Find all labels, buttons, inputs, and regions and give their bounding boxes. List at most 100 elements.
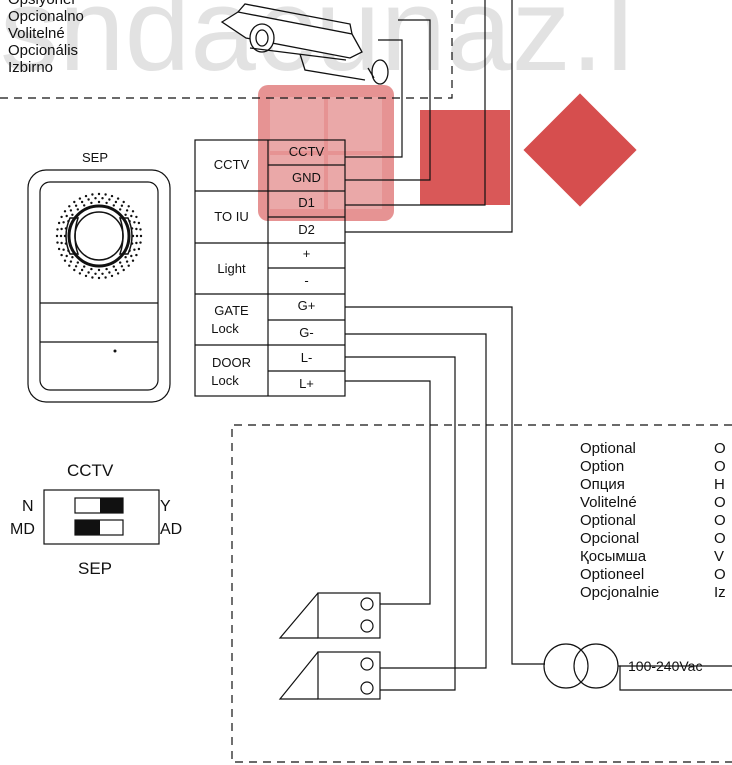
- wire-l-plus: [345, 380, 431, 605]
- grille-dot: [135, 234, 139, 238]
- grille-dot: [110, 194, 114, 198]
- grille-dot: [139, 234, 143, 238]
- grille-dot: [112, 265, 116, 268]
- optional-label-6: Opcional: [580, 530, 640, 547]
- grille-dot: [65, 254, 68, 258]
- grille-dot: [125, 209, 129, 212]
- wire-g-minus: [345, 333, 487, 669]
- grille-dot: [114, 200, 118, 204]
- optional-camera-boundary: [0, 0, 453, 99]
- grille-dot: [125, 260, 129, 263]
- optional-label-9: Opcjonalnie: [580, 584, 660, 601]
- grille-dot: [116, 272, 120, 275]
- lock-2: [278, 651, 381, 700]
- grille-dot: [68, 205, 71, 208]
- grille-dot: [127, 205, 130, 208]
- grille-dot: [71, 256, 74, 259]
- terminal-light-plus: +: [302, 246, 311, 261]
- grille-dot: [60, 215, 63, 219]
- grille-dot: [97, 276, 101, 280]
- optional-label-4: Volitelné: [580, 494, 637, 511]
- grille-dot: [135, 253, 138, 257]
- grille-dot: [120, 265, 124, 268]
- wire-g-plus: [345, 306, 545, 665]
- watermark-logo: [258, 85, 637, 221]
- terminal-d1: D1: [298, 195, 315, 210]
- grille-dot: [84, 194, 88, 198]
- grille-dot: [97, 268, 101, 272]
- grille-dot: [135, 241, 138, 245]
- grille-dot: [120, 204, 124, 207]
- grille-dot: [124, 256, 127, 259]
- grille-dot: [74, 265, 78, 268]
- grille-dot: [119, 261, 122, 264]
- grille-dot: [83, 204, 86, 207]
- grille-dot: [73, 200, 76, 204]
- dip-bottom: SEP: [78, 559, 113, 578]
- optional-label-2: Option: [580, 458, 625, 475]
- grille-dot: [55, 234, 59, 238]
- wire-d1: [345, 0, 486, 206]
- top-optional-label-2: Opcionalno: [8, 8, 84, 25]
- terminal-l-plus: L+: [299, 376, 314, 391]
- sep-label: SEP: [82, 150, 109, 165]
- terminal-gnd: GND: [292, 170, 321, 185]
- grille-dot: [68, 264, 71, 267]
- grille-dot: [105, 201, 108, 205]
- grille-dot: [83, 265, 86, 268]
- wire-d2: [345, 0, 513, 233]
- lock-1: [278, 592, 381, 639]
- optional-label-col2-4: O: [714, 494, 726, 511]
- grille-dot: [90, 201, 93, 205]
- grille-dot: [80, 200, 84, 204]
- grille-dot: [76, 208, 80, 211]
- terminal-block: [194, 139, 346, 397]
- grille-dot: [56, 228, 59, 231]
- sep-panel-outline: [27, 169, 171, 403]
- optional-label-5: Optional: [580, 512, 636, 529]
- grille-dot: [91, 193, 94, 196]
- grille-dot: [108, 271, 111, 274]
- grille-dot: [105, 267, 108, 271]
- grille-dot: [114, 268, 118, 272]
- top-optional-label-4: Opcionális: [8, 42, 79, 59]
- grille-dot: [137, 247, 141, 251]
- group-label-gate: GATE: [214, 303, 249, 318]
- grille-dot: [101, 197, 104, 200]
- power-supply-transformer: [543, 643, 732, 691]
- group-label-to-iu: TO IU: [214, 209, 249, 224]
- grille-dot: [104, 193, 107, 196]
- grille-dot: [91, 276, 94, 279]
- grille-dot: [69, 260, 73, 263]
- optional-label-col2-3: H: [714, 476, 725, 493]
- grille-dot: [104, 276, 107, 279]
- grille-dot: [94, 272, 97, 275]
- grille-dot: [57, 247, 61, 251]
- optional-label-8: Optioneel: [580, 566, 645, 583]
- group-label-gate-lock: Lock: [211, 321, 239, 336]
- optional-label-3: Опция: [580, 476, 625, 493]
- grille-dot: [57, 221, 61, 225]
- grille-dot: [116, 197, 120, 200]
- terminal-g-minus: G-: [299, 325, 314, 340]
- group-label-door-lock: Lock: [211, 373, 239, 388]
- wire-l-minus: [345, 356, 456, 691]
- grille-dot: [60, 241, 63, 245]
- dip-left-bottom: MD: [10, 521, 35, 538]
- grille-dot: [71, 213, 74, 216]
- top-optional-label-1: Opsiyonel: [8, 0, 75, 8]
- terminal-cctv: CCTV: [288, 144, 325, 159]
- dip-left-top: N: [22, 498, 34, 515]
- grille-dot: [130, 254, 133, 258]
- grille-dot: [63, 259, 67, 262]
- grille-dot: [78, 272, 82, 275]
- optional-label-7: Қосымша: [580, 548, 647, 565]
- group-label-cctv: CCTV: [213, 157, 250, 172]
- optional-label-col2-9: Iz: [714, 584, 726, 601]
- power-supply-label: 100-240Vac: [628, 658, 703, 674]
- grille-dot: [133, 248, 136, 251]
- grille-dot: [60, 227, 63, 231]
- grille-dot: [139, 228, 142, 231]
- grille-dot: [94, 197, 97, 200]
